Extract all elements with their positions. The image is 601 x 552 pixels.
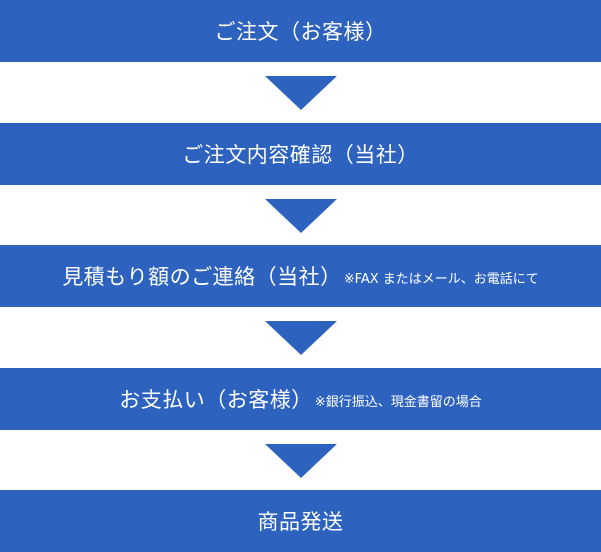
step-shipping-label: 商品発送 [257,510,344,534]
step-quote-notice-note: ※FAX またはメール、お電話にて [343,271,539,287]
step-payment: お支払い（お客様） ※銀行振込、現金書留の場合 [0,368,601,430]
step-payment-label: お支払い（お客様） [119,388,313,412]
step-shipping: 商品発送 [0,490,601,552]
down-arrow-icon [265,199,337,233]
step-quote-notice-label: 見積もり額のご連絡（当社） [62,265,342,289]
step-order: ご注文（お客様） [0,0,601,62]
step-payment-note: ※銀行振込、現金書留の場合 [314,394,482,410]
step-quote-notice: 見積もり額のご連絡（当社） ※FAX またはメール、お電話にて [0,245,601,307]
down-arrow-icon [265,321,337,355]
step-order-confirmation-label: ご注文内容確認（当社） [182,143,419,167]
step-order-confirmation: ご注文内容確認（当社） [0,123,601,185]
step-order-label: ご注文（お客様） [214,20,387,44]
down-arrow-icon [265,76,337,110]
down-arrow-icon [265,444,337,478]
